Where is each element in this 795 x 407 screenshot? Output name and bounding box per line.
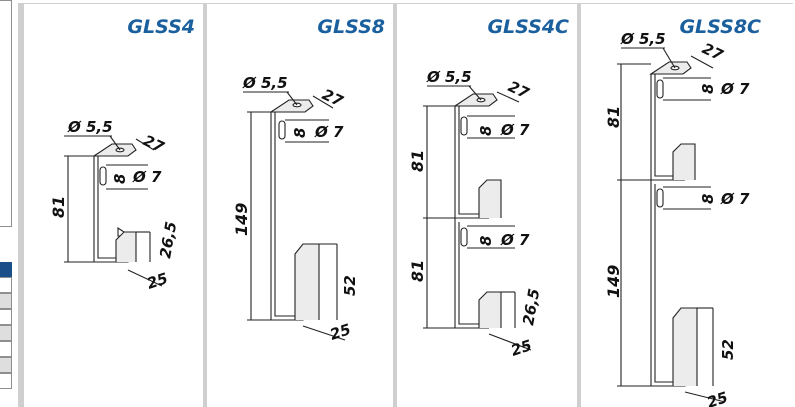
cutoff-header-cell bbox=[0, 262, 12, 277]
dim-tab: 26,5 bbox=[156, 220, 180, 260]
cutoff-cell bbox=[0, 373, 12, 389]
dim-depth: 27 bbox=[699, 39, 726, 64]
glss4-drawing: Ø 5,5 27 8 Ø 7 81 26,5 25 bbox=[49, 118, 180, 293]
dim-slot-width-1: 8 bbox=[699, 84, 717, 94]
dim-height-1: 81 bbox=[408, 150, 427, 172]
product-title: GLSS4C bbox=[487, 16, 569, 38]
cutoff-cell bbox=[0, 341, 12, 357]
dim-depth: 27 bbox=[319, 85, 346, 110]
dim-tab: 26,5 bbox=[519, 287, 543, 327]
dim-foot: 25 bbox=[145, 269, 170, 293]
product-panel-glss4c: GLSS4C Ø bbox=[397, 4, 577, 407]
cutoff-cell bbox=[0, 357, 12, 373]
product-panel-glss8c: GLSS8C Ø bbox=[581, 4, 793, 407]
product-title: GLSS8C bbox=[679, 16, 761, 38]
cutoff-cell bbox=[0, 325, 12, 341]
product-title: GLSS8 bbox=[317, 16, 385, 38]
dim-slot-width-2: 8 bbox=[699, 194, 717, 204]
dim-depth: 27 bbox=[505, 77, 532, 102]
dim-slot-diameter: Ø 7 bbox=[132, 168, 162, 186]
glss8c-drawing: Ø 5,5 27 8 Ø 7 8 Ø 7 81 149 52 25 bbox=[604, 30, 750, 407]
dim-slot-diameter-1: Ø 7 bbox=[720, 80, 750, 98]
dim-hole: Ø 5,5 bbox=[620, 30, 666, 48]
left-cutoff-table bbox=[0, 0, 14, 407]
cutoff-cell bbox=[0, 293, 12, 309]
glss4c-drawing: Ø 5,5 27 8 Ø 7 8 Ø 7 81 81 26,5 25 bbox=[408, 68, 543, 360]
dim-height-1: 81 bbox=[604, 106, 623, 128]
dim-slot-diameter-2: Ø 7 bbox=[500, 231, 530, 249]
product-panel-glss4: GLSS4 bbox=[24, 4, 203, 407]
dim-slot-diameter-1: Ø 7 bbox=[500, 121, 530, 139]
cutoff-cell bbox=[0, 309, 12, 325]
dim-height-2: 149 bbox=[604, 265, 623, 298]
dim-tab: 52 bbox=[719, 339, 737, 360]
dim-hole: Ø 5,5 bbox=[67, 118, 113, 136]
glss8-drawing: Ø 5,5 27 8 Ø 7 149 52 25 bbox=[232, 74, 359, 344]
product-title: GLSS4 bbox=[127, 16, 195, 38]
dim-slot-width: 8 bbox=[291, 128, 309, 138]
dim-height: 81 bbox=[49, 196, 68, 218]
dim-hole: Ø 5,5 bbox=[242, 74, 288, 92]
dim-foot: 25 bbox=[328, 320, 353, 344]
dim-slot-width-1: 8 bbox=[477, 126, 495, 136]
dim-slot-diameter-2: Ø 7 bbox=[720, 190, 750, 208]
dim-foot: 25 bbox=[705, 388, 730, 407]
cutoff-box bbox=[0, 0, 12, 227]
dim-slot-width-2: 8 bbox=[477, 236, 495, 246]
dim-height: 149 bbox=[232, 203, 251, 236]
dim-height-2: 81 bbox=[408, 260, 427, 282]
dim-depth: 27 bbox=[140, 131, 167, 156]
product-panel-glss8: GLSS8 Ø 5,5 27 8 Ø 7 149 52 25 bbox=[207, 4, 393, 407]
dim-tab: 52 bbox=[341, 275, 359, 296]
dim-foot: 25 bbox=[509, 336, 534, 360]
dim-hole: Ø 5,5 bbox=[426, 68, 472, 86]
cutoff-cell bbox=[0, 277, 12, 293]
dim-slot-width: 8 bbox=[111, 174, 129, 184]
dim-slot-diameter: Ø 7 bbox=[314, 123, 344, 141]
